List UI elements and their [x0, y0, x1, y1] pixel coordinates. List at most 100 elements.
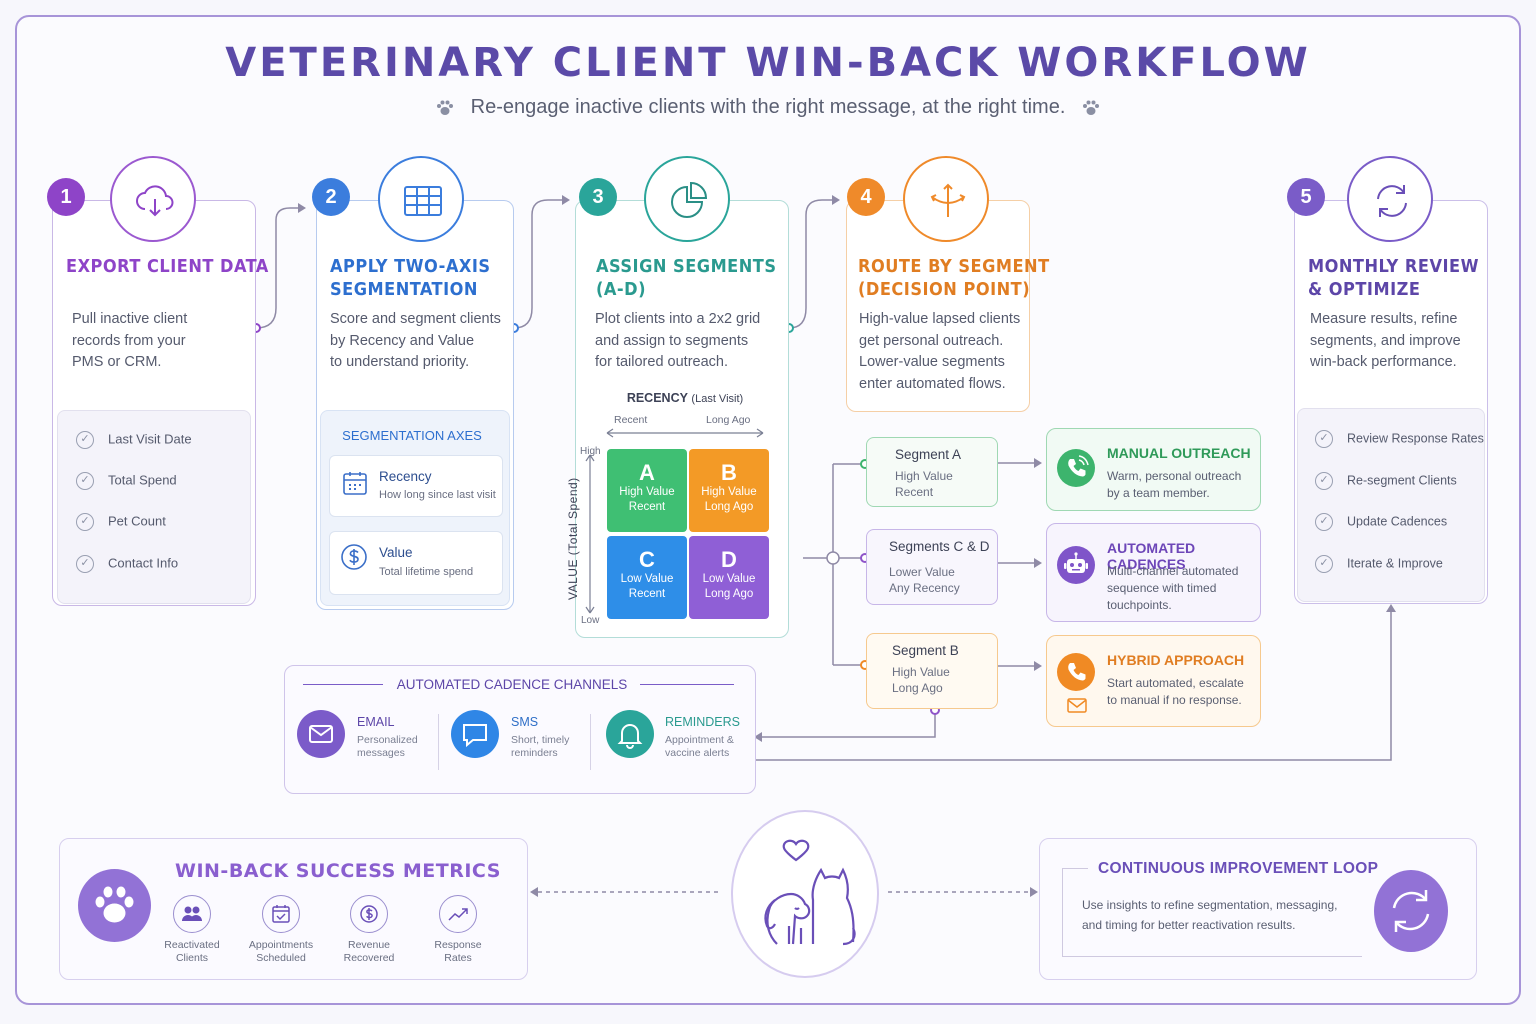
check-icon: ✓ [76, 431, 94, 449]
step4-title: ROUTE BY SEGMENT(DECISION POINT) [858, 256, 1050, 300]
users-icon [173, 895, 211, 933]
subtitle-text: Re-engage inactive clients with the righ… [470, 96, 1066, 118]
checklist-item: ✓Re-segment Clients [1315, 472, 1457, 490]
dollar-icon [350, 895, 388, 933]
pets-illustration [731, 810, 879, 978]
step3-title: ASSIGN SEGMENTS(A-D) [596, 256, 777, 300]
loop-description: Use insights to refine segmentation, mes… [1082, 898, 1338, 932]
check-icon: ✓ [1315, 430, 1333, 448]
step3-icon-ring [644, 156, 730, 242]
y-axis-bottom-label: Low [581, 615, 600, 626]
checklist-item: ✓Last Visit Date [76, 431, 192, 449]
checklist-item: ✓Review Response Rates [1315, 430, 1484, 448]
axis-desc: Total lifetime spend [379, 566, 474, 578]
x-axis-left-label: Recent [614, 414, 648, 426]
step2-icon-ring [378, 156, 464, 242]
step3-number: 3 [579, 178, 617, 216]
table-grid-icon [404, 186, 442, 216]
step2-number: 2 [312, 178, 350, 216]
refresh-cycle-icon [1377, 185, 1407, 217]
split-arrows-icon [930, 183, 966, 217]
paw-icon [437, 100, 454, 115]
check-icon: ✓ [76, 513, 94, 531]
check-icon: ✓ [76, 472, 94, 490]
calendar-icon [343, 472, 367, 495]
envelope-icon [297, 710, 345, 758]
loop-heading: CONTINUOUS IMPROVEMENT LOOP [1098, 860, 1379, 877]
step4-icon-ring [903, 156, 989, 242]
cloud-download-icon [136, 185, 174, 217]
checklist-item: ✓Pet Count [76, 513, 166, 531]
axis-item-value: Value Total lifetime spend [329, 531, 503, 595]
check-icon: ✓ [1315, 555, 1333, 573]
step5-title: MONTHLY REVIEW& OPTIMIZE [1308, 256, 1479, 300]
check-icon: ✓ [76, 555, 94, 573]
axis-label: Recency [379, 469, 432, 484]
y-axis-top-label: High [580, 446, 601, 457]
axis-desc: How long since last visit [379, 489, 496, 501]
bell-icon [606, 710, 654, 758]
checklist-item: ✓Update Cadences [1315, 513, 1447, 531]
channel-label: EMAIL [357, 715, 395, 729]
dog-cat-icon [764, 839, 856, 946]
calendar-icon [262, 895, 300, 933]
paw-icon [78, 869, 151, 942]
phone-icon [1057, 449, 1095, 487]
channel-label: SMS [511, 715, 539, 729]
axis-label: Value [379, 545, 413, 560]
step5-icon-ring [1347, 156, 1433, 242]
route-hybrid-approach: HYBRID APPROACH Start automated, escalat… [1046, 635, 1261, 727]
cadence-channels-panel [284, 665, 756, 794]
dollar-circle-icon [341, 544, 367, 570]
checklist-item: ✓Contact Info [76, 555, 178, 573]
segmentation-axes-heading: SEGMENTATION AXES [342, 428, 482, 443]
phone-icon [1057, 653, 1095, 691]
trend-icon [439, 895, 477, 933]
route-automated-cadences: AUTOMATED CADENCES Multi-channel automat… [1046, 523, 1261, 622]
x-axis-right-label: Long Ago [706, 414, 751, 426]
page-subtitle: Re-engage inactive clients with the righ… [0, 96, 1536, 119]
page-title: VETERINARY CLIENT WIN-BACK WORKFLOW [225, 40, 1311, 86]
email-icon [1067, 698, 1087, 713]
step4-number: 4 [847, 178, 885, 216]
step1-number: 1 [47, 178, 85, 216]
route-manual-outreach: MANUAL OUTREACH Warm, personal outreach … [1046, 428, 1261, 511]
channel-label: REMINDERS [665, 715, 741, 729]
recency-axis-title: RECENCY (Last Visit) [626, 391, 744, 405]
step1-title: EXPORT CLIENT DATA [66, 256, 269, 277]
checklist-item: ✓Iterate & Improve [1315, 555, 1443, 573]
check-icon: ✓ [1315, 472, 1333, 490]
channels-heading: AUTOMATED CADENCE CHANNELS [396, 677, 628, 692]
value-axis-title: VALUE (Total Spend) [566, 477, 580, 600]
step1-icon-ring [110, 156, 196, 242]
paw-icon [1082, 100, 1099, 115]
robot-icon [1057, 546, 1095, 584]
grid-axes-arrows [585, 428, 764, 614]
metrics-heading: WIN-BACK SUCCESS METRICS [175, 860, 501, 882]
chat-bubble-icon [451, 710, 499, 758]
checklist-item: ✓Total Spend [76, 472, 177, 490]
refresh-cycle-icon [1374, 870, 1448, 952]
check-icon: ✓ [1315, 513, 1333, 531]
axis-item-recency: Recency How long since last visit [329, 455, 503, 517]
